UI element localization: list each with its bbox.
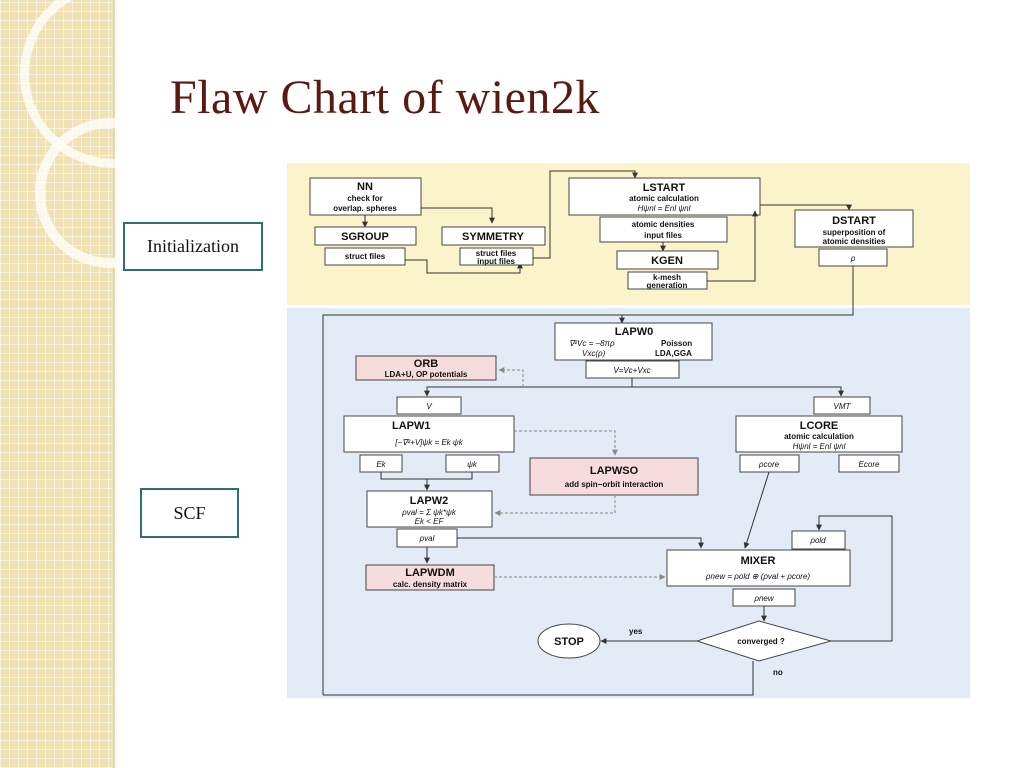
- arrow-lcore-mixer: [743, 471, 770, 549]
- arrow-symmetry-lstart: [533, 170, 638, 259]
- lapw0-note-1: Poisson: [661, 339, 692, 348]
- kgen-box: KGEN k-mesh generation: [616, 250, 719, 290]
- nn-box: NN check for overlap. spheres: [309, 177, 422, 216]
- dstart-out: ρ: [850, 254, 856, 263]
- lapwdm-title: LAPWDM: [405, 567, 455, 579]
- lapw2-eq-1: ρval = Σ ψk*ψk: [401, 508, 457, 517]
- lapw2-title: LAPW2: [410, 495, 449, 507]
- scf-label: SCF: [140, 488, 239, 538]
- lapw0-title: LAPW0: [615, 326, 654, 338]
- no-label: no: [773, 668, 783, 677]
- lapw2-eq-2: Ek < EF: [415, 517, 445, 526]
- dashed-lapwso-lapw2: [494, 495, 616, 516]
- lapwso-desc: add spin−orbit interaction: [565, 480, 664, 489]
- nn-desc-2: overlap. spheres: [333, 204, 397, 213]
- lapw2-box: LAPW2 ρval = Σ ψk*ψk Ek < EF ρval: [366, 490, 493, 548]
- lapwso-box: LAPWSO add spin−orbit interaction: [529, 457, 699, 496]
- stop-label: STOP: [554, 636, 584, 648]
- lcore-title: LCORE: [800, 420, 839, 432]
- lcore-equation: Hψnl = Enl ψnl: [793, 442, 846, 451]
- lcore-desc: atomic calculation: [784, 432, 854, 441]
- lapw0-eq-1: ∇²Vc = −8πρ: [569, 339, 615, 348]
- dstart-title: DSTART: [832, 215, 876, 227]
- lstart-equation: Hψnl = Enl ψnl: [638, 204, 691, 213]
- decorative-ring-bottom: [35, 118, 185, 268]
- yes-label: yes: [629, 627, 643, 636]
- dstart-desc-2: atomic densities: [823, 237, 886, 246]
- page-title: Flaw Chart of wien2k: [170, 71, 600, 124]
- sgroup-title: SGROUP: [341, 231, 389, 243]
- wien2k-flowchart: NN check for overlap. spheres SGROUP str…: [287, 163, 970, 698]
- dashed-lapw1-lapwso: [514, 430, 618, 456]
- mixer-in: ρold: [809, 536, 826, 545]
- lcore-in: VMT: [834, 402, 852, 411]
- symmetry-out-1: struct files: [476, 249, 517, 258]
- lstart-title: LSTART: [643, 182, 686, 194]
- arrow-lapw2-mixer: [457, 537, 704, 549]
- arrow-converged-loop: [816, 515, 893, 642]
- lapw1-equation: [−∇²+V]ψk = Ek ψk: [394, 438, 463, 447]
- lapw1-out-1: Ek: [376, 460, 386, 469]
- arrow-converged-no: [323, 661, 754, 696]
- mixer-out: ρnew: [753, 594, 774, 603]
- orb-box: ORB LDA+U, OP potentials: [355, 355, 497, 381]
- stop-node: STOP: [537, 623, 601, 659]
- kgen-title: KGEN: [651, 255, 683, 267]
- lapwdm-box: LAPWDM calc. density matrix: [365, 564, 495, 591]
- orb-title: ORB: [414, 358, 439, 370]
- lapw1-box: V LAPW1 [−∇²+V]ψk = Ek ψk Ek ψk: [343, 396, 515, 473]
- arrow-ek-lapw2: [380, 472, 430, 491]
- sidebar-edge: [113, 0, 115, 768]
- arrow-sgroup-symmetry: [405, 259, 523, 274]
- arrow-psi-lapw2: [427, 472, 473, 480]
- mixer-title: MIXER: [741, 555, 776, 567]
- mixer-equation: ρnew = ρold ⊕ (ρval + ρcore): [705, 572, 811, 581]
- lstart-out-1: atomic densities: [632, 220, 695, 229]
- sgroup-out: struct files: [345, 252, 386, 261]
- kgen-out-2: generation: [647, 281, 688, 290]
- symmetry-title: SYMMETRY: [462, 231, 525, 243]
- lstart-desc: atomic calculation: [629, 194, 699, 203]
- lapwdm-desc: calc. density matrix: [393, 580, 468, 589]
- lapw0-box: LAPW0 ∇²Vc = −8πρ Vxc(ρ) Poisson LDA,GGA…: [554, 322, 713, 379]
- lapw1-in: V: [426, 402, 432, 411]
- arrow-kgen-dstart: [707, 210, 758, 282]
- lapwso-title: LAPWSO: [590, 465, 639, 477]
- symmetry-box: SYMMETRY struct files input files: [441, 226, 546, 266]
- mixer-box: ρold MIXER ρnew = ρold ⊕ (ρval + ρcore) …: [666, 530, 851, 607]
- arrow-dstart-lapw0: [323, 314, 625, 324]
- nn-desc-1: check for: [347, 194, 383, 203]
- arrow-lstart-dstart: [760, 204, 852, 211]
- dashed-lapw0-orb: [498, 367, 524, 387]
- dstart-box: DSTART superposition of atomic densities…: [794, 209, 914, 267]
- dstart-desc-1: superposition of: [823, 228, 886, 237]
- lapw0-eq-2: Vxc(ρ): [582, 349, 606, 358]
- arrow-lapw0-lcore: [632, 386, 844, 397]
- lapw0-out: V=Vc+Vxc: [613, 366, 650, 375]
- lcore-out-2: Ecore: [859, 460, 880, 469]
- nn-title: NN: [357, 181, 373, 193]
- converged-label: converged ?: [737, 637, 785, 646]
- symmetry-out-2: input files: [477, 257, 515, 266]
- sgroup-box: SGROUP struct files: [314, 226, 417, 266]
- lstart-box: LSTART atomic calculation Hψnl = Enl ψnl…: [568, 177, 761, 243]
- arrow-nn-symmetry: [421, 207, 495, 224]
- lapw0-note-2: LDA,GGA: [655, 349, 692, 358]
- arrow-lapw0-lapw1: [424, 378, 633, 397]
- lapw1-title: LAPW1: [392, 420, 431, 432]
- orb-desc: LDA+U, OP potentials: [385, 370, 468, 379]
- initialization-label: Initialization: [123, 222, 263, 271]
- lcore-out-1: ρcore: [758, 460, 780, 469]
- lcore-box: VMT LCORE atomic calculation Hψnl = Enl …: [735, 396, 903, 473]
- lapw2-out: ρval: [419, 534, 435, 543]
- lstart-out-2: input files: [644, 231, 682, 240]
- kgen-out-1: k-mesh: [653, 273, 681, 282]
- lapw1-out-2: ψk: [467, 460, 478, 469]
